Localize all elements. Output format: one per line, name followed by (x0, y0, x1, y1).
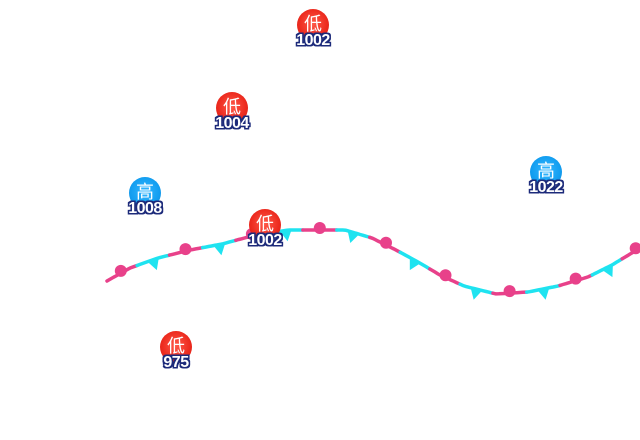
cold-front-segment (398, 250, 432, 271)
low-pressure-icon: 低 (216, 92, 248, 124)
warm-front-semicircle-icon (313, 222, 326, 234)
cold-front-triangle-icon (147, 257, 159, 271)
pressure-value: 1022 (529, 179, 563, 196)
cold-front-segment (590, 257, 624, 277)
cold-front-triangle-icon (602, 264, 613, 278)
stationary-front (105, 228, 640, 296)
warm-front-semicircle-icon (179, 243, 192, 256)
high-pressure-icon: 高 (530, 156, 562, 188)
cold-front-triangle-icon (470, 287, 483, 300)
cold-front-triangle-icon (213, 243, 226, 256)
low-pressure-icon: 低 (297, 9, 329, 41)
low-pressure-center[interactable]: 低 1004 (202, 92, 262, 152)
low-pressure-icon: 低 (249, 209, 281, 241)
low-pressure-center[interactable]: 低 975 (146, 331, 206, 391)
warm-front-semicircle-icon (380, 236, 392, 249)
front-symbols (114, 222, 640, 300)
warm-front-semicircle-icon (114, 264, 127, 277)
cold-front-triangle-icon (409, 257, 421, 271)
low-pressure-icon: 低 (160, 331, 192, 363)
warm-front-semicircle-icon (629, 242, 640, 255)
warm-front-semicircle-icon (503, 285, 516, 298)
pressure-value: 1008 (128, 200, 162, 217)
pressure-value: 975 (163, 354, 189, 371)
cold-front-triangle-icon (537, 287, 550, 300)
pressure-value: 1002 (296, 32, 330, 49)
cold-front-segment (135, 253, 172, 268)
cold-front-triangle-icon (347, 230, 360, 243)
high-pressure-center[interactable]: 高 1008 (115, 177, 175, 237)
cold-front-triangle-icon (279, 229, 292, 242)
warm-front-semicircle-icon (439, 269, 452, 282)
pressure-value: 1002 (248, 232, 282, 249)
low-pressure-center[interactable]: 低 1002 (283, 9, 343, 69)
low-pressure-center[interactable]: 低 1002 (235, 209, 295, 269)
high-pressure-icon: 高 (129, 177, 161, 209)
pressure-value: 1004 (215, 115, 249, 132)
cold-front-segment (200, 238, 238, 250)
warm-front-semicircle-icon (569, 272, 582, 285)
high-pressure-center[interactable]: 高 1022 (516, 156, 576, 216)
